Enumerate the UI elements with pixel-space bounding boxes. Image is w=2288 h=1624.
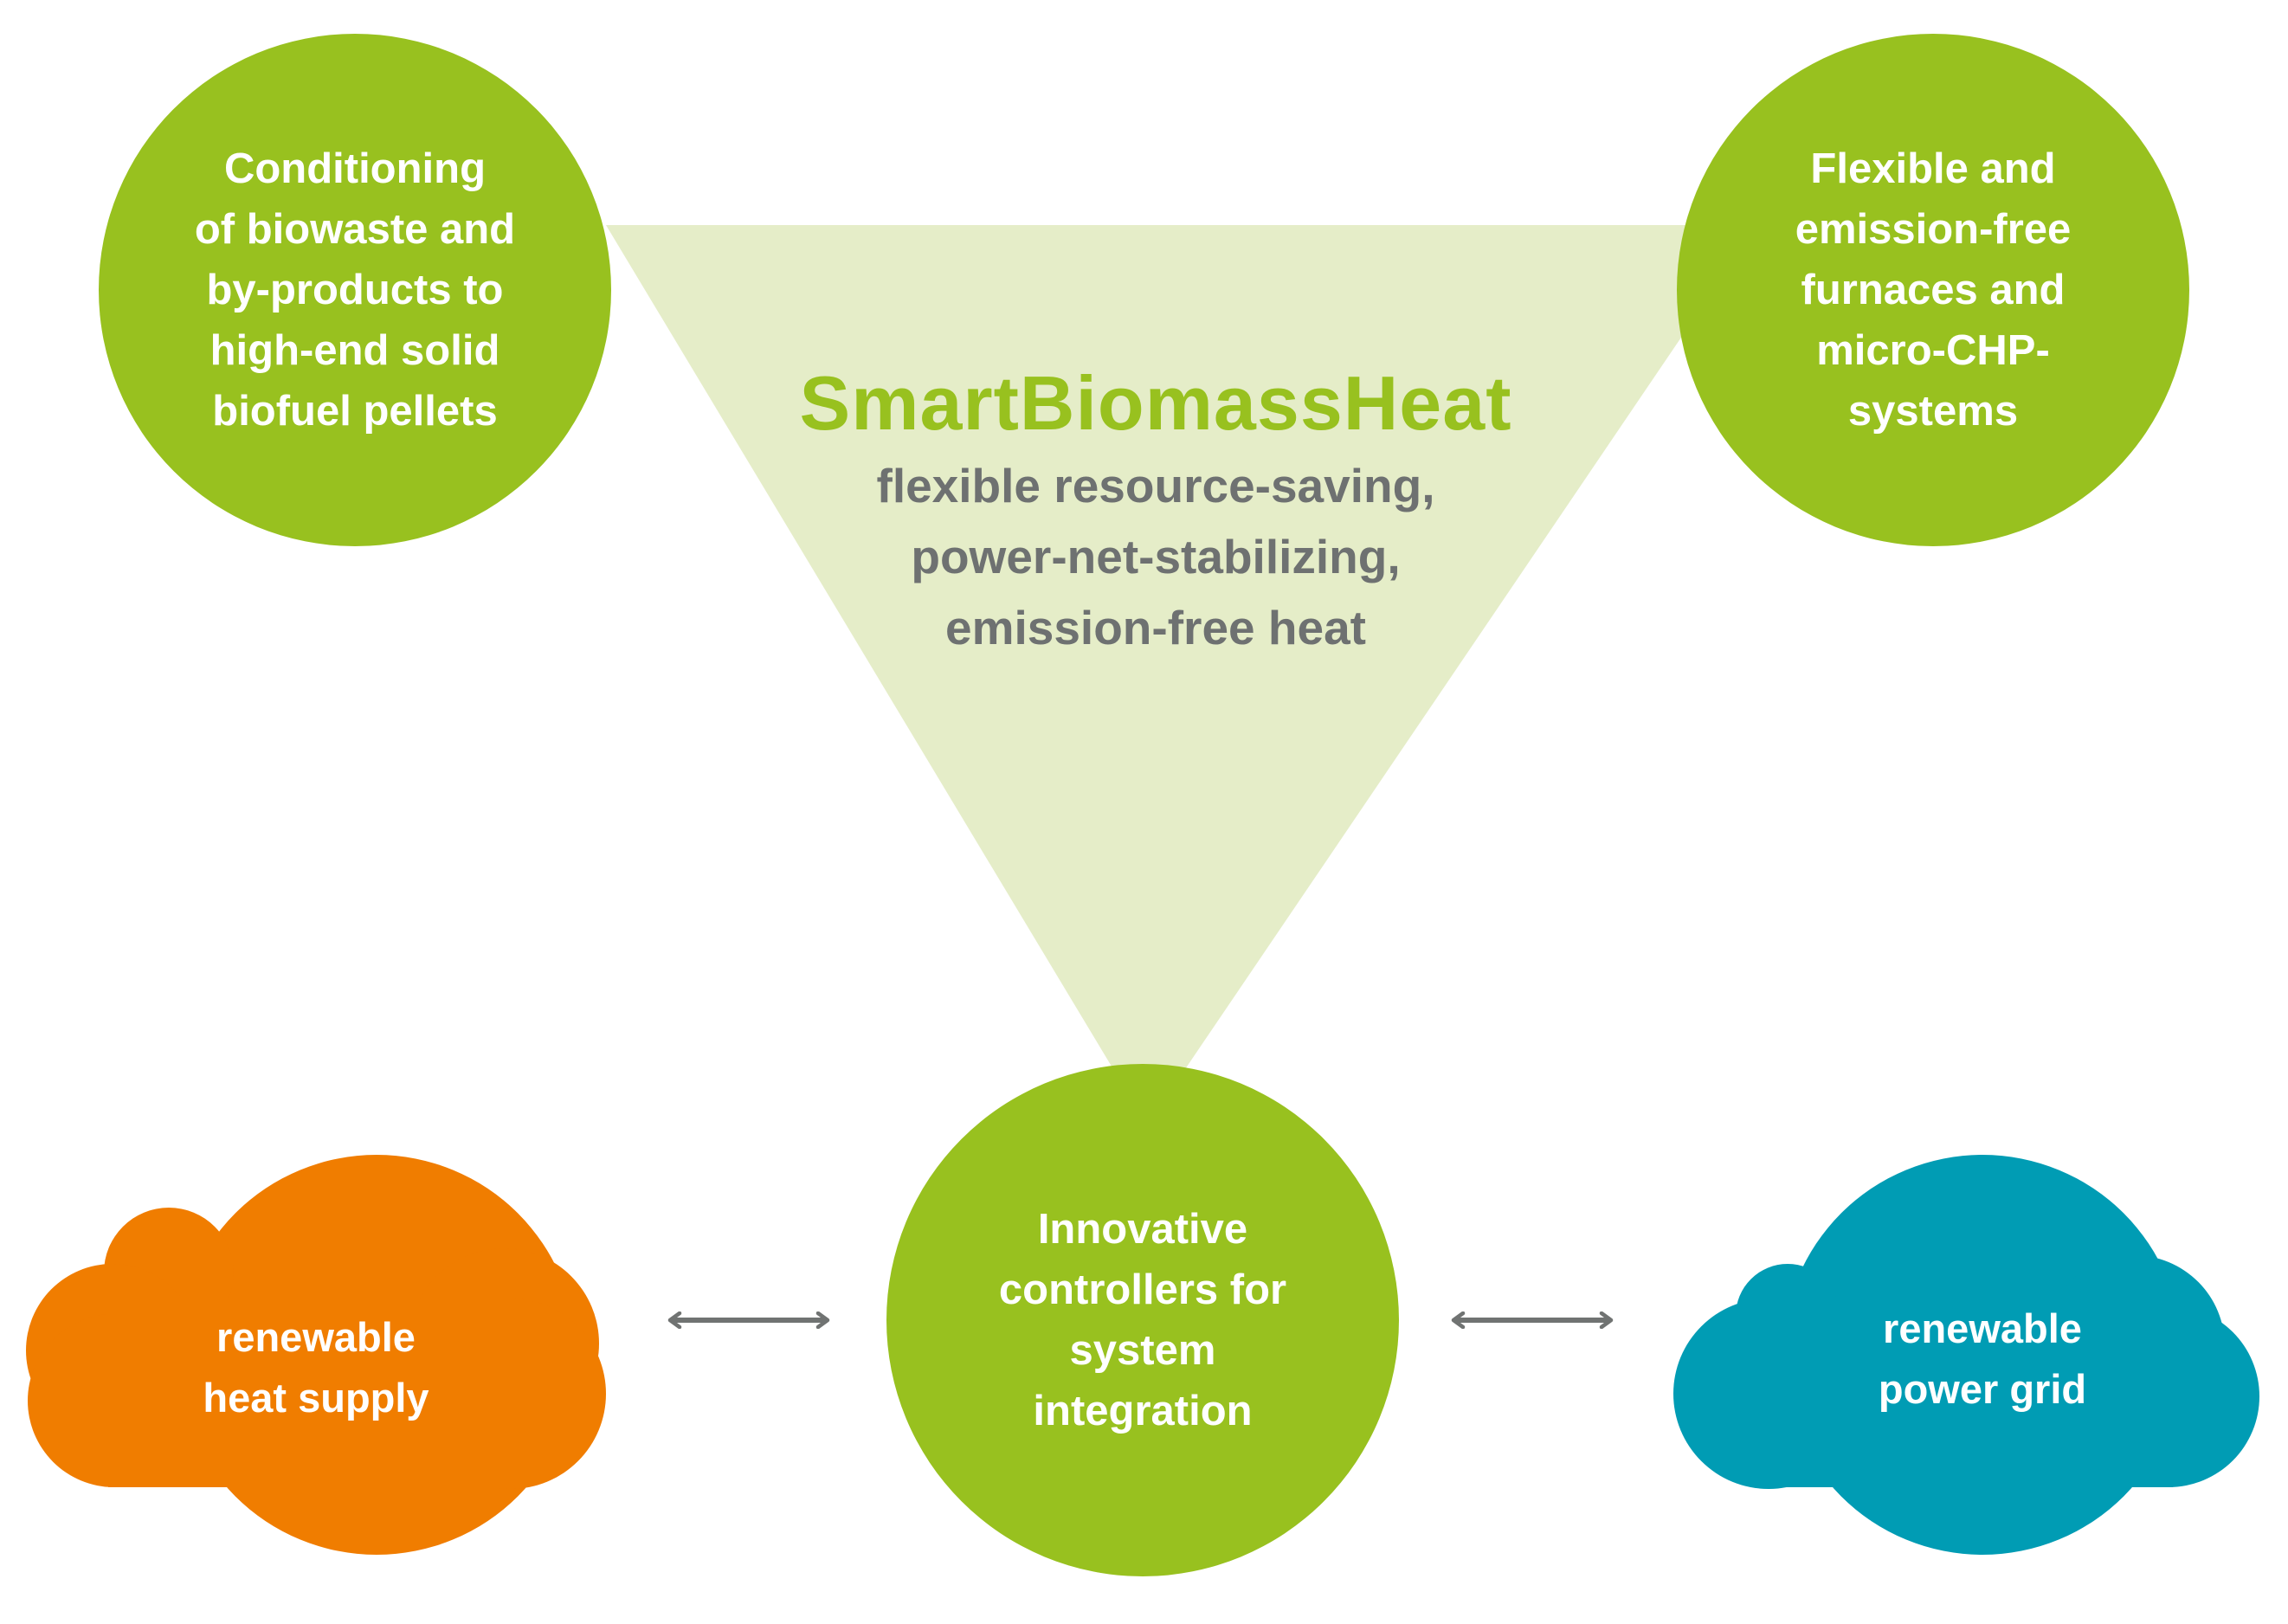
power-grid-cloud (1673, 1155, 2259, 1555)
circle-controllers (886, 1064, 1399, 1576)
furnaces-chp-label: Flexible and emission-free furnaces and … (1795, 145, 2072, 435)
system-triangle (606, 225, 1757, 1125)
heat-supply-label: renewable heat supply (203, 1314, 429, 1421)
diagram-title: SmartBiomassHeat (799, 360, 1512, 446)
diagram-subtitle: flexible resource-saving, power-net-stab… (876, 459, 1435, 654)
biowaste-conditioning-label: Conditioning of biowaste and by-products… (194, 145, 516, 435)
circle-biowaste-conditioning (99, 34, 611, 546)
circle-furnaces-chp (1677, 34, 2189, 546)
controllers-label: Innovative controllers for system integr… (998, 1206, 1287, 1434)
heat-supply-cloud (26, 1155, 606, 1555)
power-grid-label: renewable power grid (1878, 1305, 2087, 1412)
